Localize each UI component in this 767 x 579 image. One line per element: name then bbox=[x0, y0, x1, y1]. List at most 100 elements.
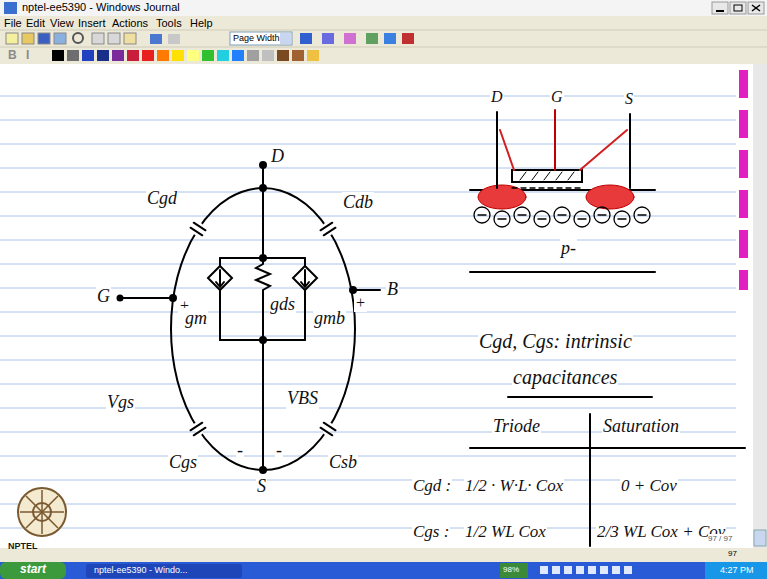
ruled-page-part bbox=[754, 530, 766, 546]
taskbar-part bbox=[0, 562, 767, 579]
nptel-logo-part bbox=[18, 488, 66, 536]
toolbar-button: I bbox=[26, 49, 29, 63]
table-rules-part bbox=[470, 447, 745, 449]
window-chrome-part bbox=[168, 34, 180, 44]
mosfet-cross-section-part bbox=[578, 218, 586, 219]
handwritten-label: gds bbox=[269, 294, 296, 315]
window-chrome-part bbox=[38, 33, 50, 44]
ruled-page-part bbox=[739, 110, 748, 138]
color-palette bbox=[52, 50, 319, 61]
handwritten-label: capacitances bbox=[512, 366, 618, 389]
table-rules-part bbox=[589, 414, 591, 546]
ruled-page-part bbox=[0, 384, 736, 385]
nptel-logo-part bbox=[20, 490, 64, 534]
window-chrome-part bbox=[712, 2, 728, 14]
ui-text: Edit bbox=[26, 17, 45, 30]
small-signal-circuit-part bbox=[262, 165, 264, 258]
ui-text: Page Width bbox=[233, 33, 280, 43]
window-chrome-part bbox=[366, 33, 378, 44]
small-signal-circuit-part bbox=[324, 423, 336, 431]
color-palette-part bbox=[142, 50, 154, 61]
ruled-page-part bbox=[0, 96, 736, 528]
window-chrome-part bbox=[92, 33, 104, 44]
window-chrome-part bbox=[384, 33, 396, 44]
handwritten-label: gmb bbox=[313, 308, 346, 329]
nptel-logo-part bbox=[26, 496, 58, 528]
mosfet-cross-section-part bbox=[554, 207, 570, 223]
mosfet-cross-section-part bbox=[580, 130, 627, 170]
ruled-page-part bbox=[739, 70, 748, 98]
handwritten-label: 1/2 WL Cox bbox=[464, 522, 547, 542]
ruled-page-part bbox=[753, 64, 767, 548]
taskbar-text: nptel-ee5390 - Windo... bbox=[94, 565, 188, 575]
handwritten-label: G bbox=[96, 286, 111, 307]
small-signal-circuit-part bbox=[170, 295, 176, 301]
ui-text: Insert bbox=[78, 17, 106, 30]
small-signal-circuit-part bbox=[262, 340, 264, 470]
taskbar-part bbox=[564, 566, 572, 574]
window-chrome-part bbox=[54, 33, 66, 44]
ruled-page-part bbox=[0, 548, 767, 562]
logo-text: NPTEL bbox=[8, 541, 38, 551]
color-palette-part bbox=[97, 50, 109, 61]
color-palette-part bbox=[262, 50, 274, 61]
color-palette-part bbox=[187, 50, 199, 61]
small-signal-circuit-part bbox=[353, 289, 380, 291]
ruled-page-part bbox=[0, 64, 753, 548]
window-chrome-part bbox=[0, 16, 767, 64]
window-chrome-part bbox=[752, 5, 760, 11]
handwritten-label: + bbox=[354, 294, 367, 312]
mosfet-cross-section-part bbox=[494, 211, 510, 227]
mosfet-cross-section-part bbox=[618, 218, 626, 219]
window-chrome-part bbox=[230, 32, 292, 45]
handwritten-label: G bbox=[550, 88, 564, 106]
handwritten-label: D bbox=[490, 88, 504, 106]
window-chrome-part bbox=[402, 33, 414, 44]
color-palette-part bbox=[247, 50, 259, 61]
ruled-page-part bbox=[0, 144, 736, 145]
small-signal-circuit-part bbox=[216, 282, 224, 287]
handwritten-label: - bbox=[236, 440, 244, 461]
taskbar-part bbox=[0, 562, 66, 579]
taskbar-part bbox=[540, 566, 548, 574]
color-palette-part bbox=[157, 50, 169, 61]
small-signal-circuit-part bbox=[194, 428, 206, 436]
handwritten-label: Triode bbox=[492, 416, 541, 437]
ruled-page-part bbox=[739, 230, 748, 258]
ui-text: View bbox=[50, 17, 74, 30]
ui-text: File bbox=[4, 17, 22, 30]
ui-text: nptel-ee5390 - Windows Journal bbox=[22, 1, 180, 14]
mosfet-cross-section-part bbox=[498, 218, 506, 219]
taskbar-part bbox=[612, 566, 620, 574]
taskbar-part bbox=[500, 563, 528, 578]
ruled-page-part bbox=[739, 190, 748, 218]
mosfet-cross-section-part bbox=[544, 172, 550, 180]
small-signal-circuit-part bbox=[321, 223, 333, 231]
mosfet-cross-section-part bbox=[558, 214, 566, 215]
handwritten-label: S bbox=[256, 476, 267, 497]
small-signal-circuit-part bbox=[304, 290, 306, 340]
ruled-page-part bbox=[0, 312, 736, 313]
mosfet-cross-section-part bbox=[470, 271, 655, 273]
mosfet-cross-section-part bbox=[574, 211, 590, 227]
window-chrome-part bbox=[150, 34, 162, 44]
mosfet-cross-section-part bbox=[500, 130, 514, 170]
color-palette-part bbox=[307, 50, 319, 61]
toolbar-button: B bbox=[8, 49, 17, 63]
taskbar-text: 4:27 PM bbox=[720, 565, 754, 575]
mosfet-cross-section-part bbox=[638, 214, 646, 215]
ui-text: Help bbox=[190, 17, 213, 30]
mosfet-cross-section-part bbox=[496, 112, 498, 188]
taskbar-part bbox=[600, 566, 608, 574]
handwritten-label: 2/3 WL Cox + Cov bbox=[596, 522, 726, 542]
mosfet-cross-section-part bbox=[568, 172, 574, 180]
handwritten-label: Vgs bbox=[106, 392, 135, 413]
handwritten-label: Cdb bbox=[342, 192, 374, 213]
ruled-page-part bbox=[739, 150, 748, 178]
color-palette-part bbox=[232, 50, 244, 61]
window-chrome-part bbox=[108, 33, 120, 44]
small-signal-circuit-part bbox=[301, 282, 309, 287]
window-chrome-part bbox=[344, 33, 356, 44]
handwritten-label: S bbox=[624, 90, 634, 108]
